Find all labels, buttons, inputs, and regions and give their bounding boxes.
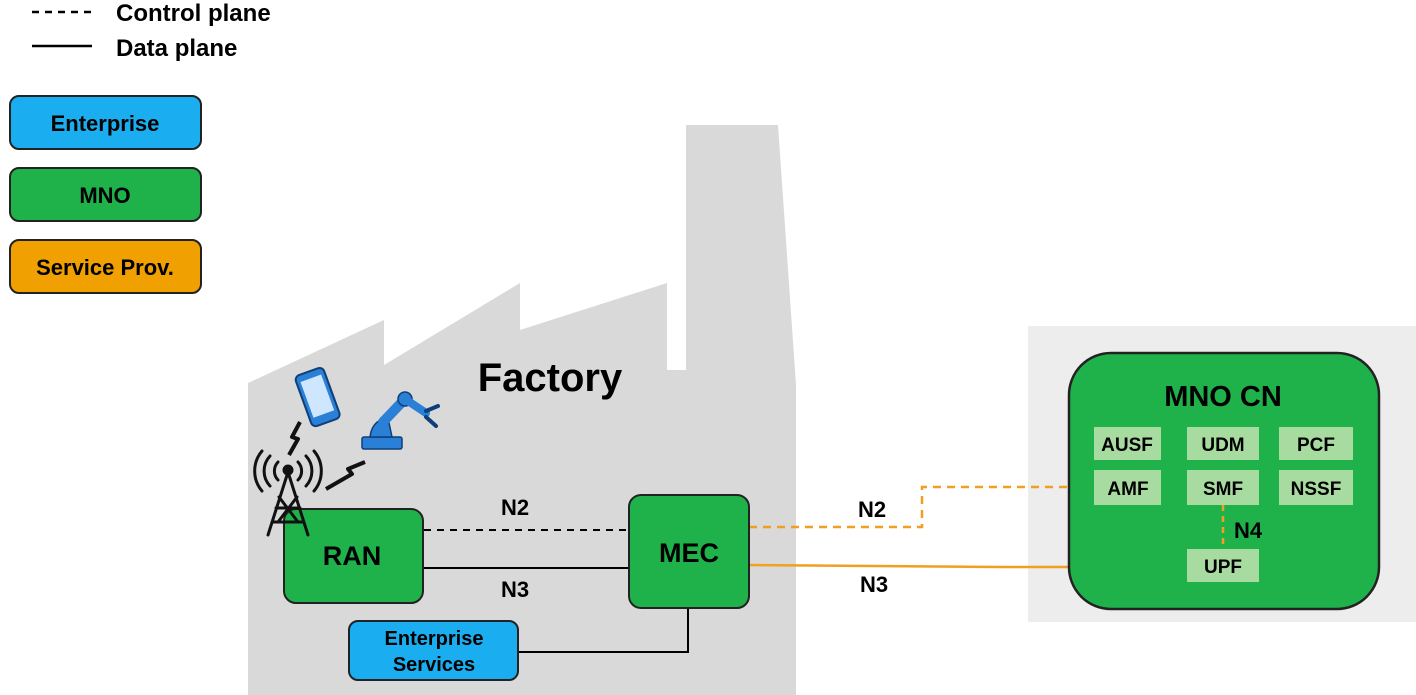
control-plane-legend-label: Control plane <box>116 0 271 27</box>
upf-box <box>1187 549 1259 582</box>
amf-label: AMF <box>1107 479 1148 500</box>
n3-remote-label: N3 <box>860 572 888 597</box>
n2-remote-link <box>749 485 1094 529</box>
service-prov-key-box <box>9 239 202 294</box>
service-prov-key-label: Service Prov. <box>36 255 174 280</box>
mno-key-box <box>9 167 202 222</box>
nssf-box <box>1279 470 1353 505</box>
ausf-box <box>1094 427 1161 460</box>
smartphone-icon <box>294 366 341 428</box>
enterprise-services-label-line1: Enterprise <box>385 628 484 650</box>
nssf-label: NSSF <box>1291 479 1342 500</box>
enterprise-services-node <box>348 620 519 681</box>
smf-box <box>1187 470 1259 505</box>
legend: Control plane Data plane <box>32 0 271 62</box>
mno-core-title: MNO CN <box>1164 381 1282 413</box>
mec-node <box>628 494 750 609</box>
network-functions: AUSF UDM PCF AMF SMF NSSF N4 UPF <box>1094 427 1353 582</box>
color-key: Enterprise MNO Service Prov. <box>9 95 202 294</box>
ran-label: RAN <box>323 541 382 571</box>
udm-box <box>1187 427 1259 460</box>
enterprise-key-label: Enterprise <box>51 111 160 136</box>
n3-local-label: N3 <box>501 577 529 602</box>
pcf-box <box>1279 427 1353 460</box>
robot-arm-icon <box>361 391 440 450</box>
n2-local-label: N2 <box>501 495 529 520</box>
smf-label: SMF <box>1203 479 1243 500</box>
ausf-label: AUSF <box>1101 435 1153 456</box>
mec-label: MEC <box>659 538 719 568</box>
data-plane-legend-label: Data plane <box>116 35 237 62</box>
upf-label: UPF <box>1204 557 1242 578</box>
ran-node <box>283 508 424 604</box>
phone-wireless-link-icon <box>287 421 302 456</box>
pcf-label: PCF <box>1297 435 1335 456</box>
n2-remote-label: N2 <box>858 497 886 522</box>
udm-label: UDM <box>1201 435 1244 456</box>
radio-tower-icon <box>253 449 323 537</box>
mno-key-label: MNO <box>79 183 130 208</box>
enterprise-services-label-line2: Services <box>393 654 475 676</box>
robot-wireless-link-icon <box>325 460 366 491</box>
enterprise-key-box <box>9 95 202 150</box>
factory-label: Factory <box>478 356 623 400</box>
amf-box <box>1094 470 1161 505</box>
n4-label: N4 <box>1234 518 1263 543</box>
enterprise-services-link <box>518 608 689 653</box>
